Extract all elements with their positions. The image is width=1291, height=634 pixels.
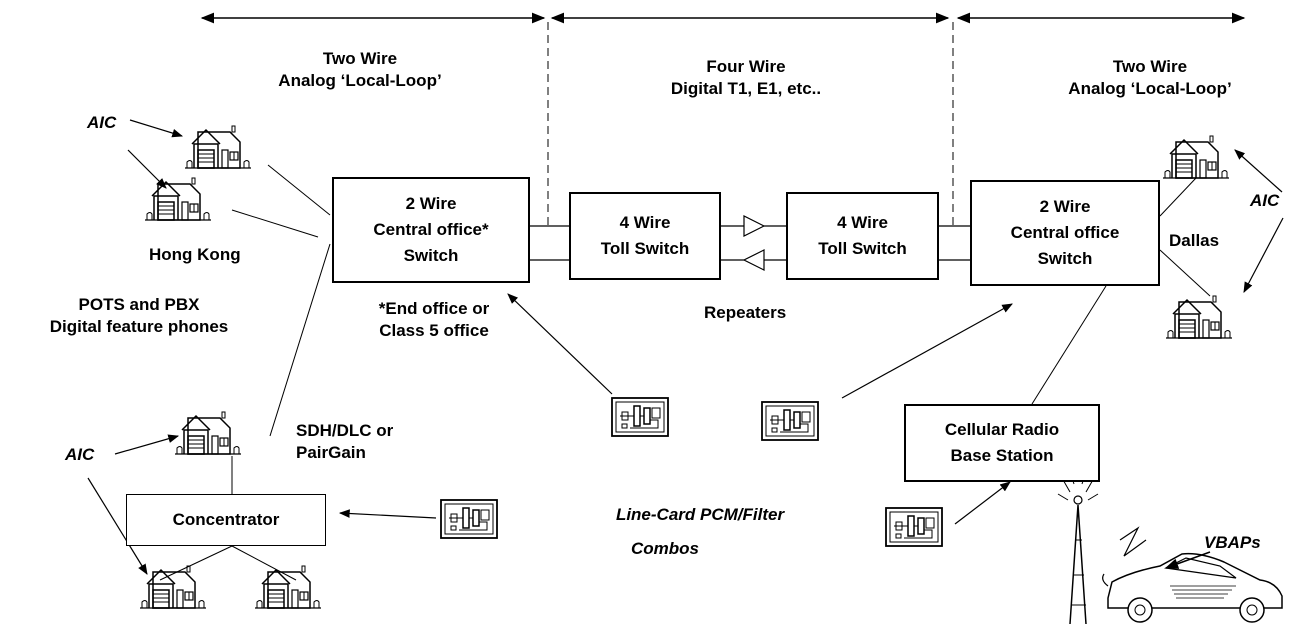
- line-card-icon: [611, 397, 669, 437]
- aic-label: AIC: [65, 445, 95, 464]
- box-line: Toll Switch: [600, 239, 690, 258]
- house-icon: [139, 565, 207, 609]
- radio-tower-icon: [1057, 471, 1147, 625]
- central-office-switch-left: 2 Wire Central office* Switch: [332, 177, 530, 283]
- sdh-line2: PairGain: [296, 443, 366, 462]
- box-line: 4 Wire: [837, 213, 888, 232]
- pots-label: POTS and PBX Digital feature phones: [4, 294, 274, 338]
- box-line: Cellular Radio: [944, 420, 1060, 439]
- toll-switch-left: 4 Wire Toll Switch: [569, 192, 721, 280]
- box-line: Switch: [403, 246, 459, 265]
- aic-label: AIC: [1250, 191, 1280, 210]
- left-section-heading: Two Wire Analog ‘Local-Loop’: [250, 48, 470, 92]
- dallas-label: Dallas: [1169, 231, 1220, 250]
- line-card-line2: Combos: [631, 539, 699, 558]
- box-line: Switch: [1037, 249, 1093, 268]
- vbaps-label: VBAPs: [1204, 533, 1261, 552]
- box-line: Concentrator: [172, 510, 280, 529]
- box-line: Base Station: [950, 446, 1054, 465]
- cellular-base-station-box: Cellular Radio Base Station: [904, 404, 1100, 482]
- line-card-caption: Line-Card PCM/Filter Combos: [570, 498, 830, 566]
- right-section-description: Analog ‘Local-Loop’: [1068, 79, 1232, 98]
- house-icon: [144, 177, 212, 221]
- car-icon: [1102, 552, 1283, 623]
- pots-line2: Digital feature phones: [49, 317, 229, 336]
- line-card-icon: [440, 499, 498, 539]
- end-office-line1: *End office or: [378, 299, 490, 318]
- middle-section-description: Digital T1, E1, etc..: [670, 79, 822, 98]
- left-section-type: Two Wire: [322, 49, 398, 68]
- aic-label: AIC: [87, 113, 117, 132]
- hong-kong-label: Hong Kong: [149, 245, 241, 264]
- toll-switch-right: 4 Wire Toll Switch: [786, 192, 939, 280]
- house-icon: [184, 125, 252, 169]
- box-line: 2 Wire: [1039, 197, 1091, 216]
- house-icon: [174, 411, 242, 455]
- house-icon: [254, 565, 322, 609]
- box-line: 2 Wire: [405, 194, 457, 213]
- line-card-icon: [761, 401, 819, 441]
- middle-section-type: Four Wire: [706, 57, 786, 76]
- central-office-switch-right: 2 Wire Central office Switch: [970, 180, 1160, 286]
- repeater-amplifier-icon: [742, 249, 765, 271]
- box-line: 4 Wire: [619, 213, 671, 232]
- repeaters-label: Repeaters: [704, 303, 787, 322]
- sdh-line1: SDH/DLC or: [296, 421, 394, 440]
- pots-line1: POTS and PBX: [78, 295, 200, 314]
- box-line: Central office: [1010, 223, 1120, 242]
- line-card-line1: Line-Card PCM/Filter: [615, 505, 785, 524]
- middle-section-heading: Four Wire Digital T1, E1, etc..: [636, 56, 856, 100]
- box-line: Toll Switch: [818, 239, 907, 258]
- end-office-line2: Class 5 office: [379, 321, 489, 340]
- left-section-description: Analog ‘Local-Loop’: [278, 71, 442, 90]
- concentrator-box: Concentrator: [126, 494, 326, 546]
- line-card-icon: [885, 507, 943, 547]
- sdh-label: SDH/DLC or PairGain: [296, 420, 436, 464]
- right-section-type: Two Wire: [1112, 57, 1188, 76]
- end-office-note: *End office or Class 5 office: [344, 298, 524, 342]
- right-section-heading: Two Wire Analog ‘Local-Loop’: [1040, 56, 1260, 100]
- house-icon: [1165, 295, 1233, 339]
- repeater-amplifier-icon: [743, 215, 766, 237]
- house-icon: [1162, 135, 1230, 179]
- box-line: Central office*: [373, 220, 489, 239]
